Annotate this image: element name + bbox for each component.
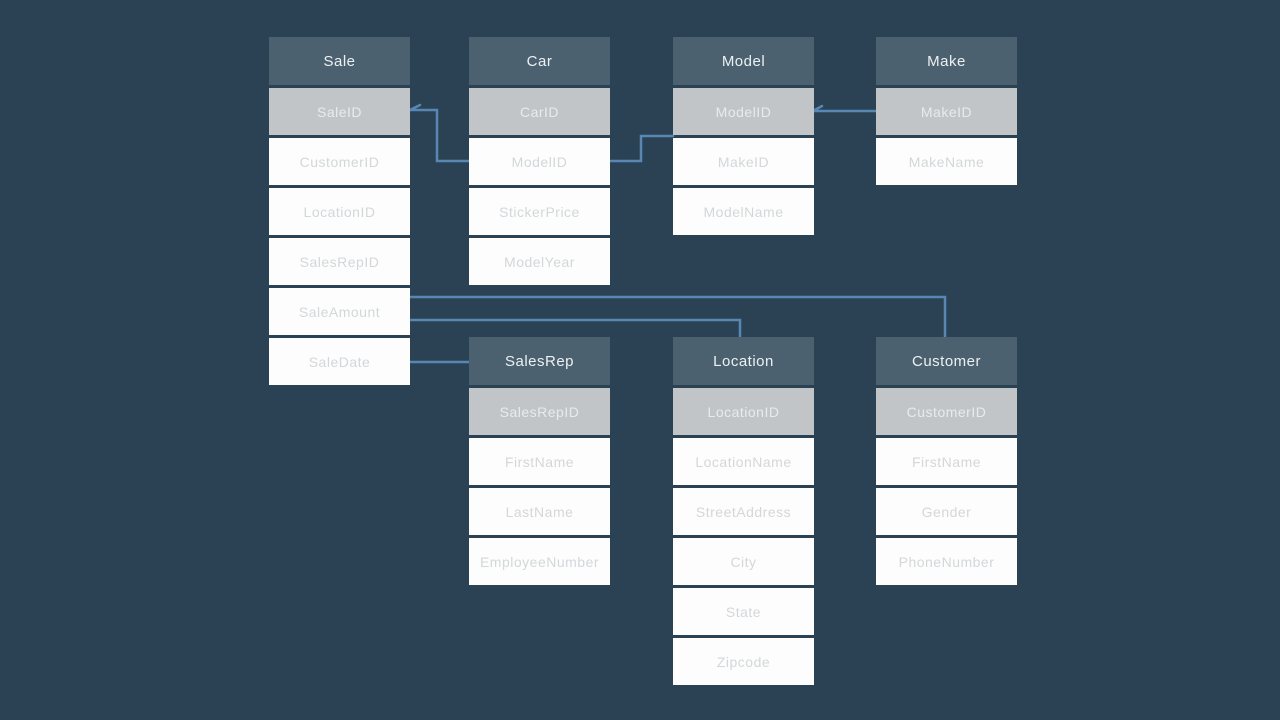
field-customer-gender: Gender bbox=[876, 488, 1017, 535]
field-sale-customerid: CustomerID bbox=[269, 138, 410, 185]
relationship-car-modelid-to-model-modelid bbox=[608, 134, 675, 163]
field-model-makeid: MakeID bbox=[673, 138, 814, 185]
relationship-sale-saleamount-to-location-top bbox=[408, 318, 742, 339]
table-header-location: Location bbox=[673, 337, 814, 385]
field-salesrep-employeenumber: EmployeeNumber bbox=[469, 538, 610, 585]
table-header-sale: Sale bbox=[269, 37, 410, 85]
field-car-modelid: ModelID bbox=[469, 138, 610, 185]
table-header-model: Model bbox=[673, 37, 814, 85]
table-header-salesrep: SalesRep bbox=[469, 337, 610, 385]
table-header-car: Car bbox=[469, 37, 610, 85]
field-sale-saledate: SaleDate bbox=[269, 338, 410, 385]
field-model-modelid: ModelID bbox=[673, 88, 814, 135]
field-customer-customerid: CustomerID bbox=[876, 388, 1017, 435]
field-car-carid: CarID bbox=[469, 88, 610, 135]
table-header-make: Make bbox=[876, 37, 1017, 85]
field-make-makename: MakeName bbox=[876, 138, 1017, 185]
field-car-stickerprice: StickerPrice bbox=[469, 188, 610, 235]
field-customer-firstname: FirstName bbox=[876, 438, 1017, 485]
relationship-sale-saleamount-to-customer-top bbox=[408, 295, 947, 339]
field-salesrep-salesrepid: SalesRepID bbox=[469, 388, 610, 435]
table-header-customer: Customer bbox=[876, 337, 1017, 385]
field-make-makeid: MakeID bbox=[876, 88, 1017, 135]
relationship-sale-saleid-to-car-modelid bbox=[409, 103, 471, 163]
field-sale-saleid: SaleID bbox=[269, 88, 410, 135]
field-location-locationname: LocationName bbox=[673, 438, 814, 485]
field-salesrep-lastname: LastName bbox=[469, 488, 610, 535]
field-salesrep-firstname: FirstName bbox=[469, 438, 610, 485]
field-location-state: State bbox=[673, 588, 814, 635]
field-sale-salesrepid: SalesRepID bbox=[269, 238, 410, 285]
field-model-modelname: ModelName bbox=[673, 188, 814, 235]
field-sale-saleamount: SaleAmount bbox=[269, 288, 410, 335]
field-car-modelyear: ModelYear bbox=[469, 238, 610, 285]
field-location-city: City bbox=[673, 538, 814, 585]
relationship-model-modelid-to-make-makeid bbox=[808, 104, 878, 113]
field-location-zipcode: Zipcode bbox=[673, 638, 814, 685]
field-sale-locationid: LocationID bbox=[269, 188, 410, 235]
field-location-streetaddress: StreetAddress bbox=[673, 488, 814, 535]
field-customer-phonenumber: PhoneNumber bbox=[876, 538, 1017, 585]
field-location-locationid: LocationID bbox=[673, 388, 814, 435]
